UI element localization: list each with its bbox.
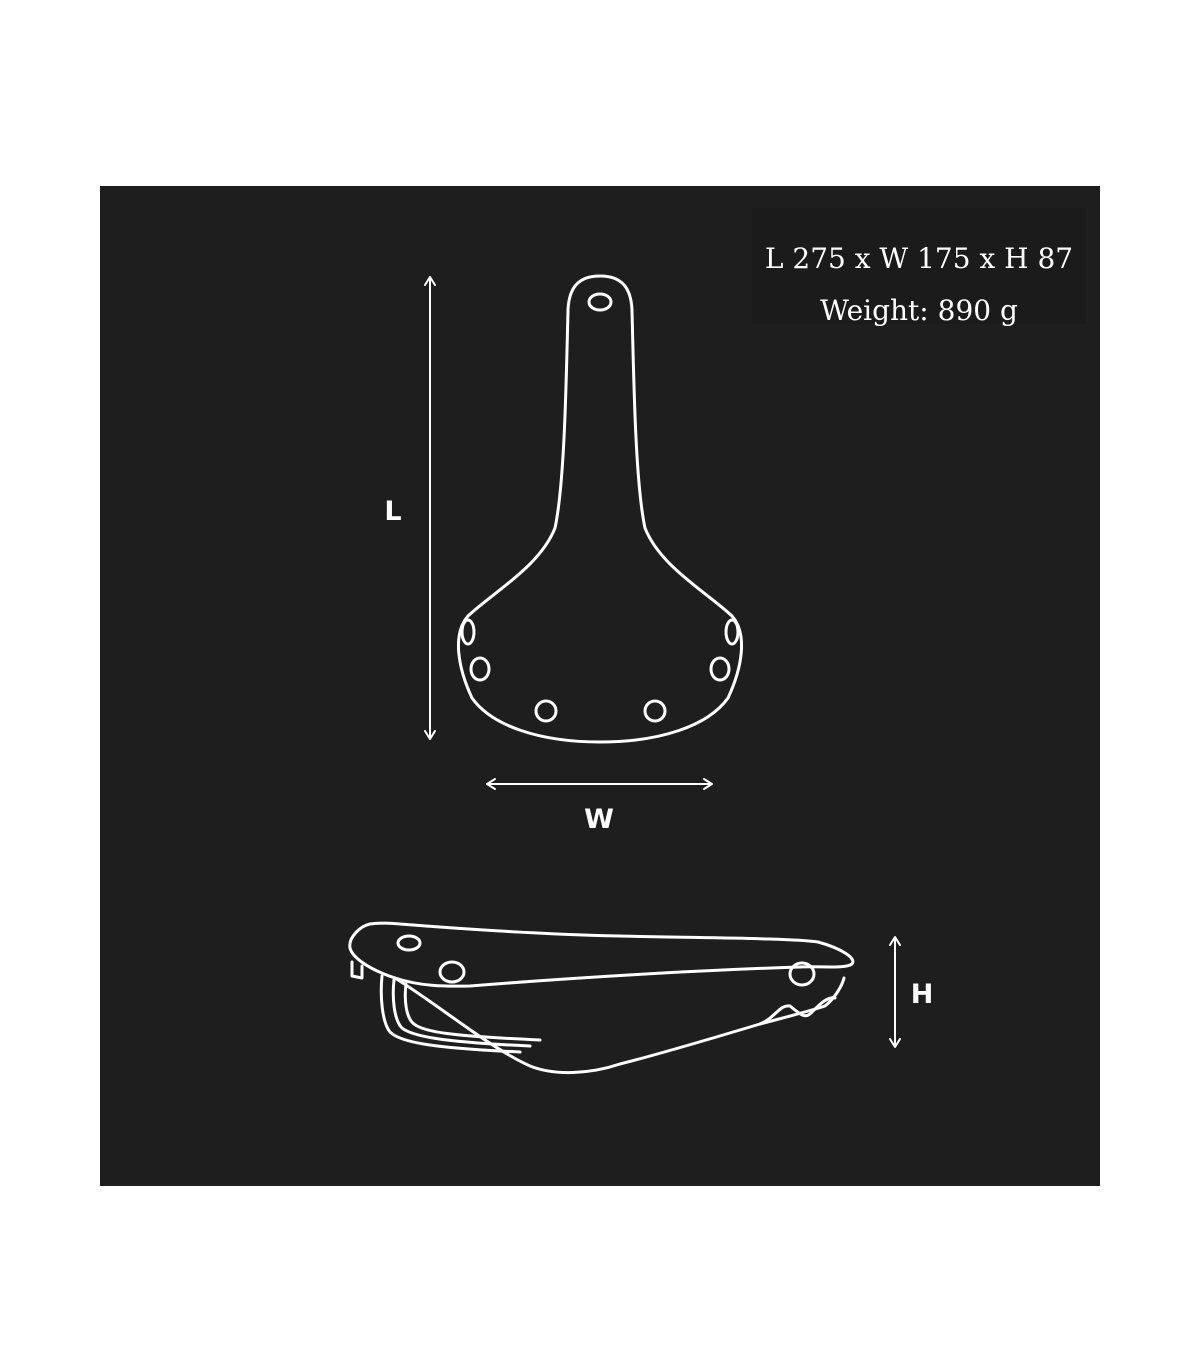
rivet-right-2 — [709, 656, 731, 682]
height-label: H — [911, 979, 934, 1010]
side-rivet-1 — [396, 934, 422, 952]
rivet-left-2 — [469, 656, 491, 682]
side-rivet-2 — [438, 960, 466, 984]
weight-text: Weight: 890 g — [820, 294, 1018, 327]
saddle-diagram: L W — [348, 274, 934, 1074]
length-label: L — [384, 496, 401, 527]
saddle-top-outline — [456, 274, 744, 744]
width-arrow — [486, 778, 713, 790]
saddle-nose-clip — [350, 960, 364, 980]
saddle-rail-1 — [379, 974, 522, 1054]
height-arrow — [889, 936, 901, 1048]
length-arrow — [424, 276, 436, 740]
nose-hole — [587, 292, 613, 312]
saddle-rail-3 — [403, 982, 542, 1042]
rivet-left-1 — [460, 618, 476, 646]
rivet-right-3 — [643, 699, 667, 723]
rivet-right-1 — [724, 618, 740, 646]
saddle-side-view — [348, 921, 855, 1074]
saddle-side-skirt — [393, 976, 846, 1074]
saddle-cantle-bumps — [758, 996, 837, 1026]
width-label: W — [584, 804, 614, 835]
saddle-side-outline — [348, 921, 855, 988]
side-rivet-3 — [788, 961, 816, 987]
saddle-top-view — [456, 274, 744, 744]
spec-box: L 275 x W 175 x H 87 Weight: 890 g — [752, 208, 1086, 327]
spec-panel: L W — [100, 186, 1100, 1186]
saddle-rail-2 — [391, 978, 532, 1048]
rivet-left-3 — [534, 699, 558, 723]
dimensions-text: L 275 x W 175 x H 87 — [764, 242, 1074, 275]
